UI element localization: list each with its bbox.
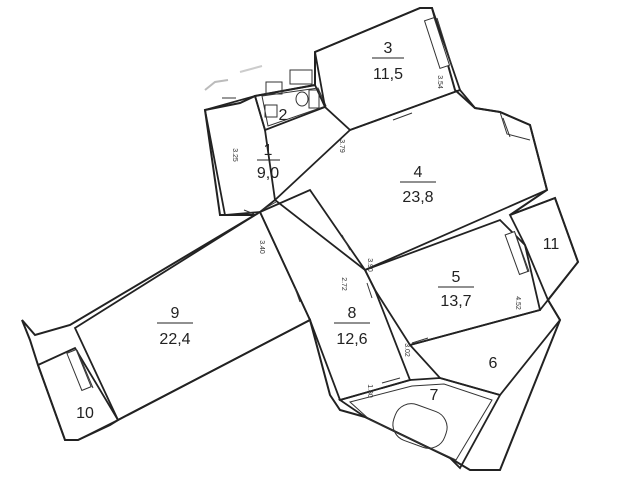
dim-3-54: 3.54 (436, 75, 443, 89)
room-7-number: 7 (430, 387, 439, 404)
room-10-number: 10 (76, 405, 94, 422)
room-9-number: 9 (171, 305, 180, 322)
dim-3-79: 3.79 (338, 139, 345, 153)
room-6-number: 6 (489, 355, 498, 372)
room-3-number: 3 (384, 40, 393, 57)
dim-3-40: 3.40 (258, 240, 265, 254)
room-labels: 1 9,0 2 3 11,5 4 23,8 5 13,7 6 7 8 12,6 … (76, 40, 559, 422)
room-5-number: 5 (452, 269, 461, 286)
room-11-number: 11 (543, 236, 560, 253)
room-8-area: 12,6 (336, 331, 367, 348)
dim-1-80: 1.80 (366, 384, 373, 398)
room-5-area: 13,7 (440, 293, 471, 310)
room-1-number: 1 (264, 142, 273, 159)
room-4-number: 4 (414, 164, 423, 181)
room-4-area: 23,8 (402, 189, 433, 206)
room-2-number: 2 (279, 107, 288, 124)
room-1-area: 9,0 (257, 165, 279, 182)
dim-3-90: 3.90 (366, 258, 373, 272)
room-9-area: 22,4 (159, 331, 190, 348)
room-3-area: 11,5 (373, 66, 403, 83)
dim-3-02: 3.02 (403, 343, 410, 357)
windows (66, 17, 531, 392)
room-8-number: 8 (348, 305, 357, 322)
dim-3-25: 3.25 (231, 148, 238, 162)
outer-walls (21, 7, 580, 471)
dim-2-72: 2.72 (340, 277, 347, 291)
dim-4-52: 4.52 (514, 296, 521, 310)
scan-marks (204, 65, 263, 91)
doors (222, 97, 429, 384)
dimension-labels: 3.25 3.79 3.54 3.40 2.72 3.90 4.52 3.02 … (231, 75, 521, 398)
